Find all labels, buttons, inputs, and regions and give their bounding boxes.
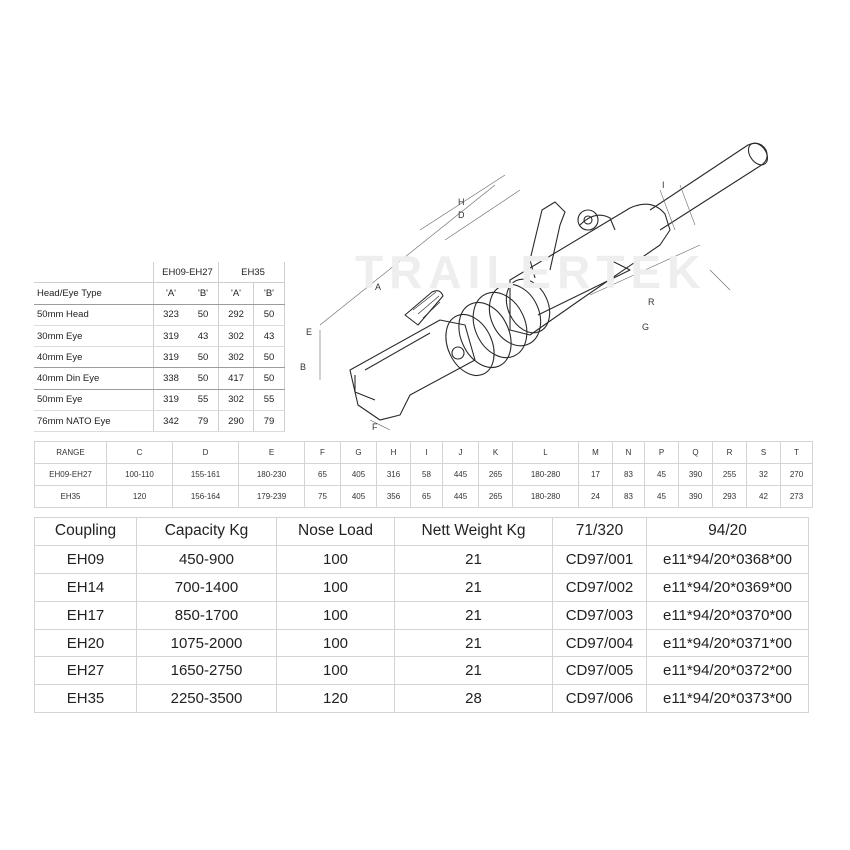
table-row: EH35 120 156-164 179-239 75 405 356 65 4… <box>34 485 813 508</box>
housing-body <box>509 203 671 336</box>
label-F: F <box>372 422 378 432</box>
handbrake-lever <box>529 201 566 279</box>
sub-header: 'A' <box>218 282 254 305</box>
label-H: H <box>458 197 465 207</box>
table-row: EH17 850-1700 100 21 CD97/003 e11*94/20*… <box>34 601 809 630</box>
table-row: EH09 450-900 100 21 CD97/001 e11*94/20*0… <box>34 545 809 574</box>
header-row: Coupling Capacity Kg Nose Load Nett Weig… <box>34 517 809 546</box>
group-header: EH35 <box>218 262 285 284</box>
header-row: RANGE C D E F G H I J K L M N P Q R S T <box>34 441 813 464</box>
drawbar-end <box>747 142 769 166</box>
table-row: EH27 1650-2750 100 21 CD97/005 e11*94/20… <box>34 656 809 686</box>
label-A: A <box>375 282 381 292</box>
table-row: EH09-EH27 100-110 155-161 180-230 65 405… <box>34 463 813 486</box>
table-row: 76mm NATO Eye 342 79 290 79 <box>34 410 285 433</box>
label-D: D <box>458 210 465 220</box>
group-header: EH09-EH27 <box>153 262 219 284</box>
table-row: 40mm Eye 319 50 302 50 <box>34 346 285 369</box>
table-row: 40mm Din Eye 338 50 417 50 <box>34 367 285 390</box>
label-B: B <box>300 362 306 372</box>
sub-header: 'B' <box>253 282 285 305</box>
coupling-handle <box>404 290 444 326</box>
dimension-lines <box>319 174 731 431</box>
sub-header: 'B' <box>188 282 219 305</box>
label-I: I <box>662 180 665 190</box>
column-header-label: Head/Eye Type <box>34 282 154 305</box>
table-row: 50mm Head 323 50 292 50 <box>34 304 285 326</box>
label-E: E <box>306 327 312 337</box>
table-row: 30mm Eye 319 43 302 43 <box>34 325 285 348</box>
table-row: EH14 700-1400 100 21 CD97/002 e11*94/20*… <box>34 573 809 602</box>
table-row: 50mm Eye 319 55 302 55 <box>34 389 285 412</box>
head-eye-table: EH09-EH27 EH35 Head/Eye Type 'A' 'B' 'A'… <box>34 262 285 433</box>
coupling-technical-drawing: A B D H I G R F E <box>300 142 769 432</box>
table-row: EH35 2250-3500 120 28 CD97/006 e11*94/20… <box>34 684 809 714</box>
pivot-bolt <box>577 209 599 231</box>
coupling-spec-table: Coupling Capacity Kg Nose Load Nett Weig… <box>34 517 809 714</box>
table-row: EH20 1075-2000 100 21 CD97/004 e11*94/20… <box>34 629 809 658</box>
label-R: R <box>648 297 655 307</box>
sub-header: 'A' <box>153 282 188 305</box>
label-G: G <box>642 322 649 332</box>
watermark: TRAILERTEK <box>355 246 707 298</box>
coupling-head <box>349 319 476 421</box>
bellows <box>445 278 551 377</box>
range-dimension-table: RANGE C D E F G H I J K L M N P Q R S T … <box>34 441 813 508</box>
